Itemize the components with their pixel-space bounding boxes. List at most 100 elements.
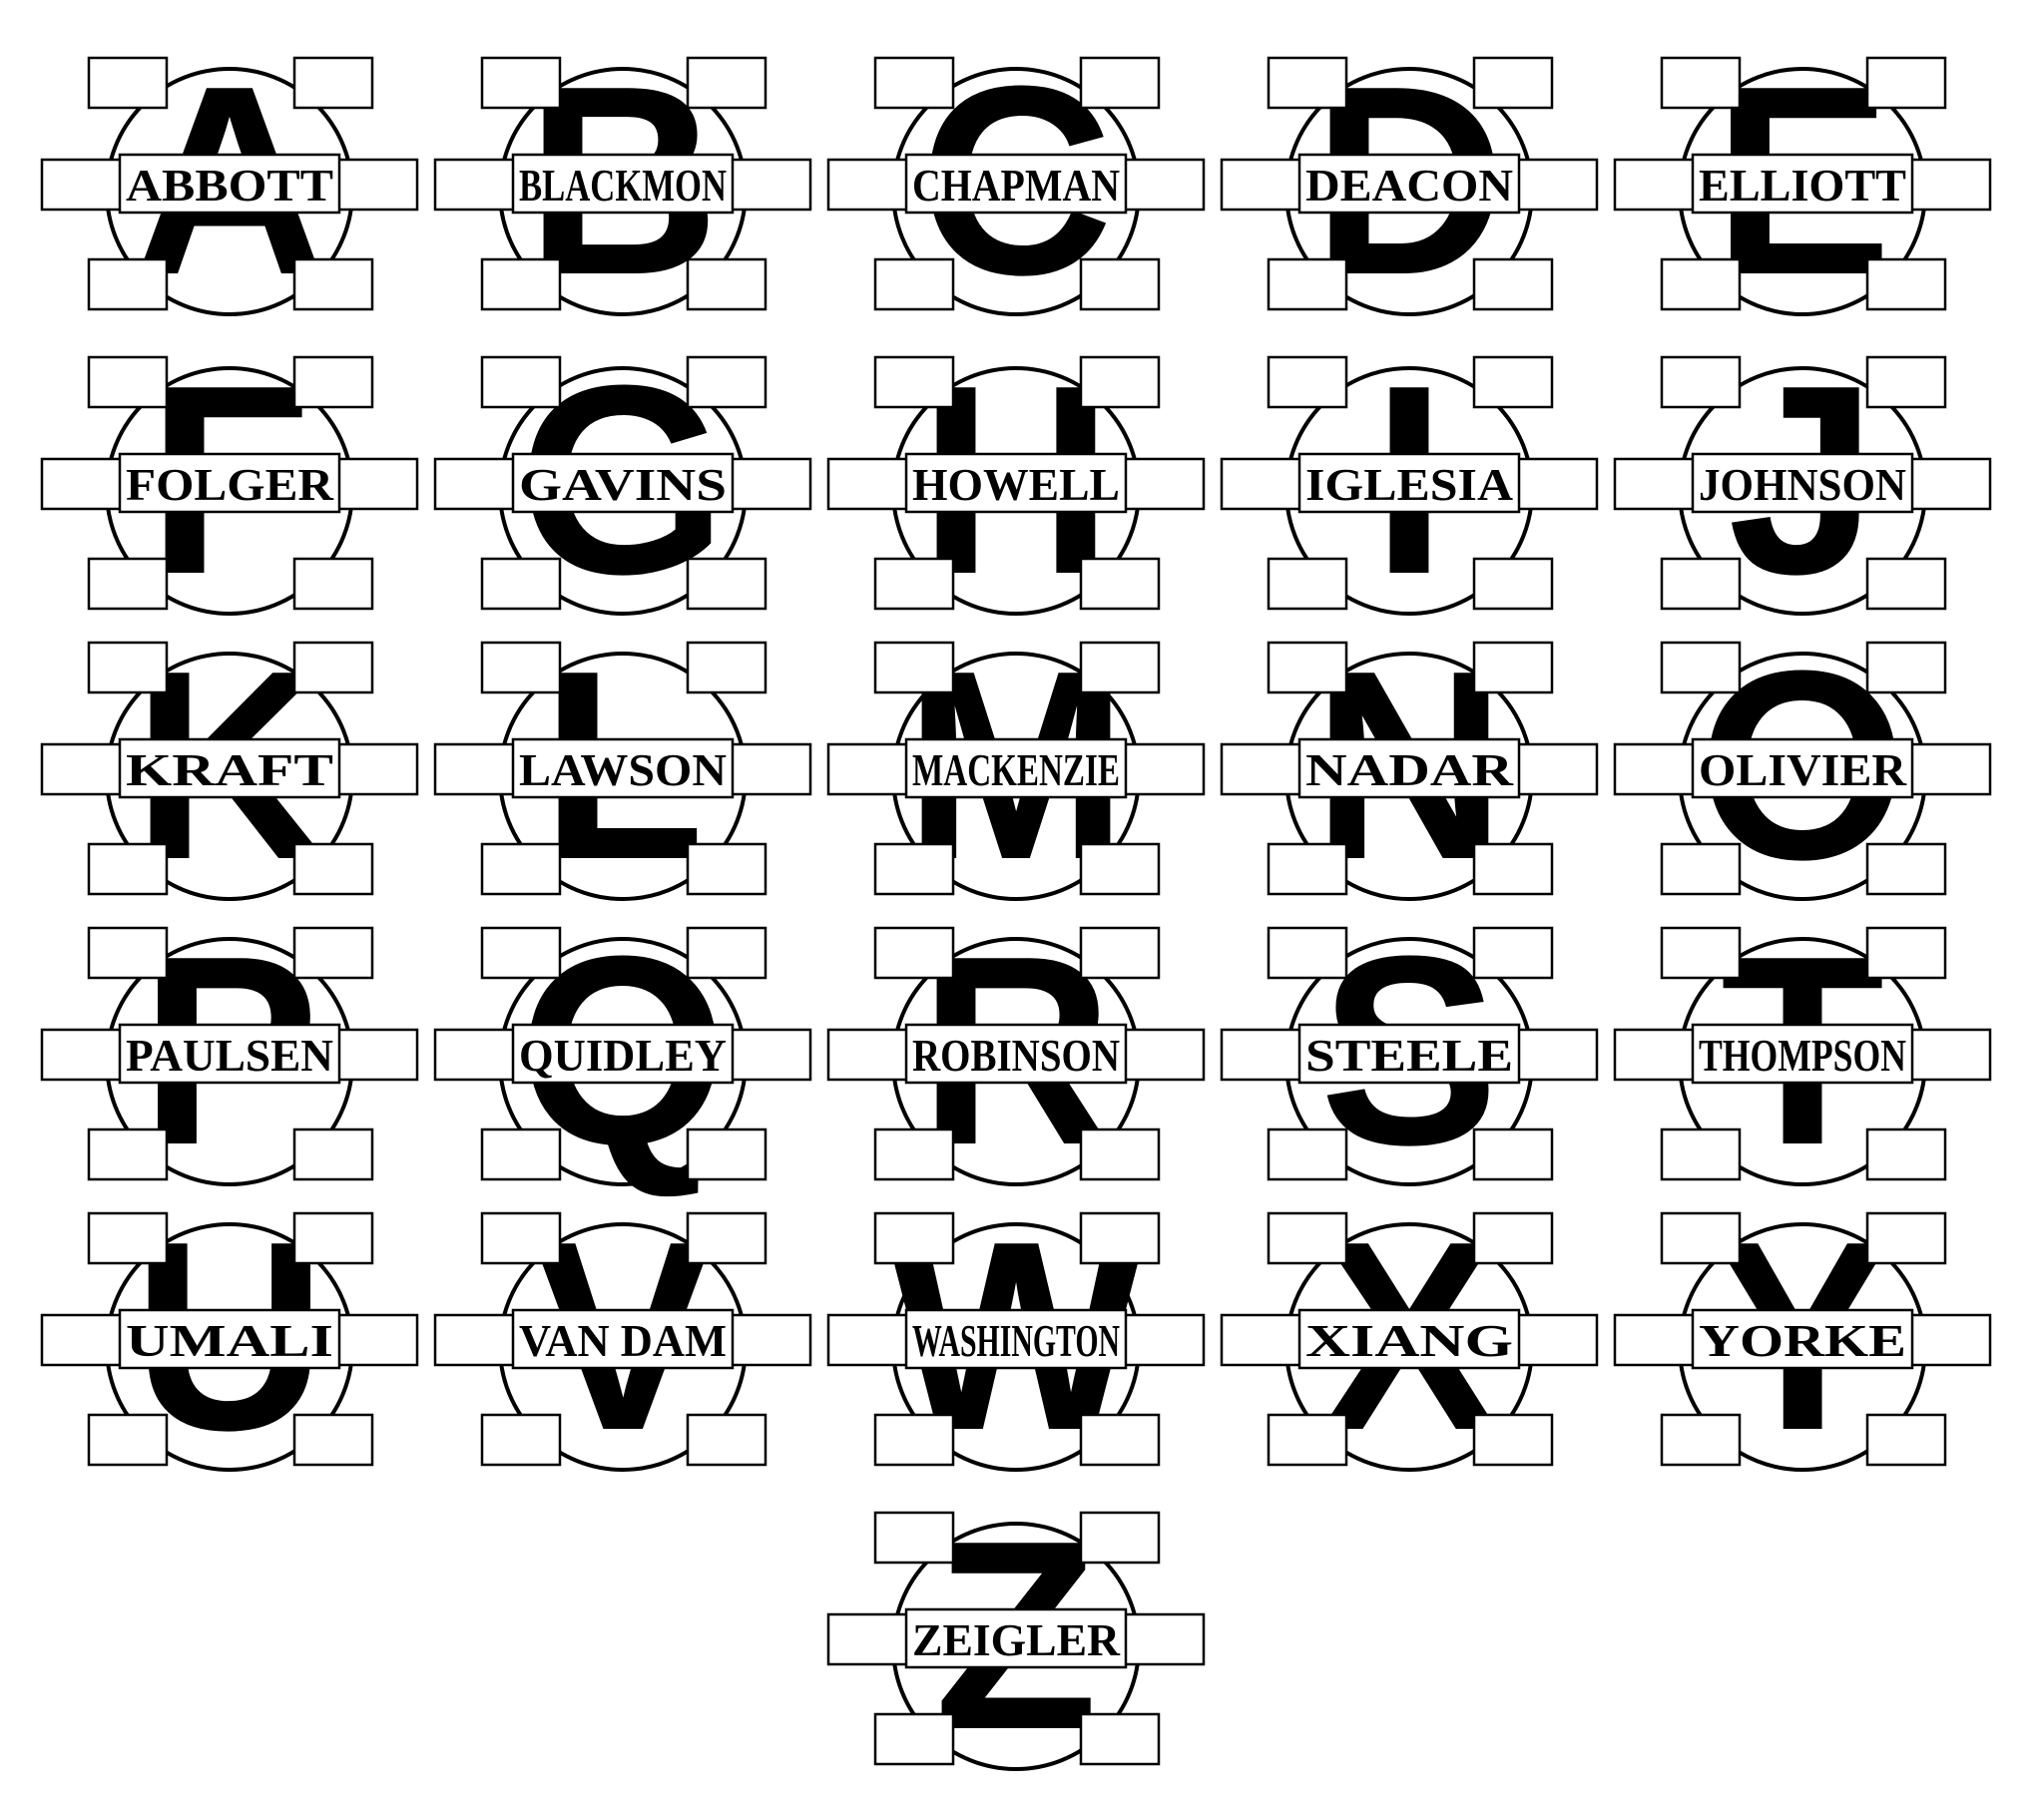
- monogram-p: PPAULSEN: [40, 901, 421, 1211]
- corner-tab: [1660, 1128, 1742, 1181]
- corner-tab: [1660, 557, 1742, 611]
- monogram-artwork: LLAWSON: [433, 616, 812, 916]
- corner-tab: [1079, 842, 1161, 896]
- family-name: HOWELL: [912, 459, 1120, 510]
- corner-tab: [1472, 257, 1554, 311]
- monogram-x: XXIANG: [1220, 1186, 1601, 1497]
- monogram-artwork: KKRAFT: [40, 616, 419, 916]
- corner-tab: [1267, 257, 1348, 311]
- side-tab: [729, 1313, 812, 1367]
- corner-tab: [686, 1128, 767, 1181]
- corner-tab: [480, 1128, 562, 1181]
- monogram-artwork: EELLIOTT: [1613, 31, 1992, 331]
- side-tab: [433, 742, 517, 796]
- name-banner: [904, 1308, 1128, 1370]
- monogram-j: JJOHNSON: [1613, 330, 1994, 641]
- monogram-i: IIGLESIA: [1220, 330, 1601, 641]
- side-tab: [1122, 158, 1206, 212]
- name-banner: [1691, 1308, 1914, 1370]
- side-tab: [1122, 1028, 1206, 1082]
- corner-tab: [1079, 1511, 1161, 1565]
- side-tab: [1515, 742, 1599, 796]
- family-name: NADAR: [1305, 744, 1514, 795]
- corner-tab: [87, 641, 169, 694]
- side-tab: [826, 158, 910, 212]
- family-name: THOMPSON: [1699, 1030, 1906, 1081]
- name-banner: [118, 1308, 341, 1370]
- side-tab: [729, 1028, 812, 1082]
- family-name: BLACKMON: [519, 160, 727, 211]
- monogram-artwork: SSTEELE: [1220, 901, 1599, 1201]
- side-tab: [1220, 742, 1303, 796]
- corner-tab: [292, 641, 374, 694]
- corner-tab: [686, 641, 767, 694]
- corner-tab: [1079, 1128, 1161, 1181]
- corner-tab: [873, 355, 955, 409]
- name-banner: [511, 737, 735, 799]
- corner-tab: [480, 557, 562, 611]
- side-tab: [335, 742, 419, 796]
- corner-tab: [87, 1211, 169, 1265]
- side-tab: [826, 1028, 910, 1082]
- family-name: FOLGER: [126, 459, 334, 510]
- corner-tab: [1472, 641, 1554, 694]
- side-tab: [1515, 1313, 1599, 1367]
- name-banner: [511, 153, 735, 215]
- corner-tab: [1472, 56, 1554, 110]
- side-tab: [1122, 742, 1206, 796]
- corner-tab: [1660, 355, 1742, 409]
- monogram-artwork: RROBINSON: [826, 901, 1206, 1201]
- monogram-artwork: HHOWELL: [826, 330, 1206, 631]
- monogram-r: RROBINSON: [826, 901, 1208, 1211]
- corner-tab: [292, 842, 374, 896]
- monogram-artwork: CCHAPMAN: [826, 31, 1206, 331]
- corner-tab: [1079, 56, 1161, 110]
- corner-tab: [292, 56, 374, 110]
- corner-tab: [1079, 641, 1161, 694]
- corner-tab: [873, 1211, 955, 1265]
- monogram-f: FFOLGER: [40, 330, 421, 641]
- corner-tab: [1660, 56, 1742, 110]
- monogram-artwork: YYORKE: [1613, 1186, 1992, 1487]
- side-tab: [335, 158, 419, 212]
- corner-tab: [292, 355, 374, 409]
- monogram-artwork: TTHOMPSON: [1613, 901, 1992, 1201]
- family-name: CHAPMAN: [912, 160, 1120, 211]
- monogram-t: TTHOMPSON: [1613, 901, 1994, 1211]
- monogram-artwork: AABBOTT: [40, 31, 419, 331]
- corner-tab: [1660, 842, 1742, 896]
- corner-tab: [1079, 926, 1161, 980]
- side-tab: [335, 1028, 419, 1082]
- side-tab: [1122, 457, 1206, 511]
- side-tab: [1122, 1313, 1206, 1367]
- monogram-a: AABBOTT: [40, 31, 421, 341]
- corner-tab: [87, 842, 169, 896]
- side-tab: [1122, 1612, 1206, 1666]
- monogram-artwork: OOLIVIER: [1613, 616, 1992, 916]
- monogram-artwork: MMACKENZIE: [826, 616, 1206, 916]
- family-name: ELLIOTT: [1699, 160, 1906, 211]
- corner-tab: [1267, 1128, 1348, 1181]
- side-tab: [1515, 1028, 1599, 1082]
- side-tab: [1515, 457, 1599, 511]
- corner-tab: [1865, 56, 1947, 110]
- corner-tab: [873, 1413, 955, 1467]
- corner-tab: [1267, 842, 1348, 896]
- monogram-artwork: BBLACKMON: [433, 31, 812, 331]
- corner-tab: [292, 1128, 374, 1181]
- monogram-artwork: IIGLESIA: [1220, 330, 1599, 631]
- side-tab: [1613, 457, 1697, 511]
- family-name: YORKE: [1699, 1315, 1906, 1366]
- corner-tab: [1267, 1413, 1348, 1467]
- monogram-n: NNADAR: [1220, 616, 1601, 926]
- corner-tab: [480, 56, 562, 110]
- side-tab: [729, 457, 812, 511]
- corner-tab: [87, 926, 169, 980]
- corner-tab: [87, 1128, 169, 1181]
- monogram-artwork: VVAN DAM: [433, 1186, 812, 1487]
- name-banner: [904, 737, 1128, 799]
- corner-tab: [480, 842, 562, 896]
- side-tab: [433, 1028, 517, 1082]
- corner-tab: [873, 56, 955, 110]
